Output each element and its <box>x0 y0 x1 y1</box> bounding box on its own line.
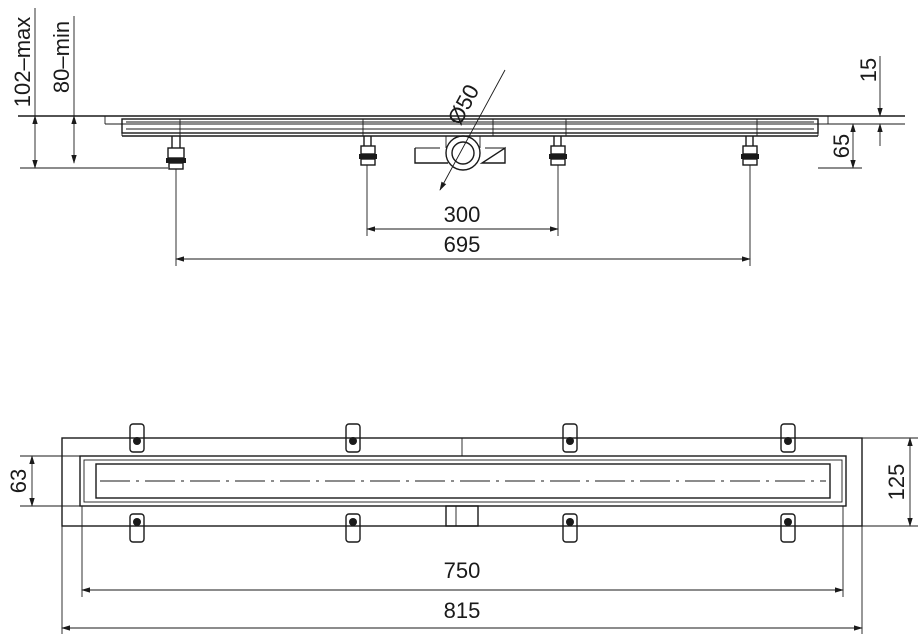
frame-thickness-label: 15 <box>856 58 881 82</box>
drain-grate <box>79 455 847 507</box>
channel-width-dimension: 63 <box>6 455 80 507</box>
pipe-diameter-label: Ø50 <box>443 80 485 128</box>
plan-view: 63 125 750 815 <box>6 423 918 634</box>
mounting-bracket-bottom-4 <box>780 513 796 543</box>
support-leg-1 <box>166 136 186 170</box>
outlet-stub <box>445 505 479 527</box>
support-leg-3 <box>549 136 567 166</box>
total-length-dimension: 815 <box>61 526 863 634</box>
mounting-bracket-bottom-2 <box>345 513 361 543</box>
outer-leg-spacing-dimension: 695 <box>175 165 751 266</box>
support-leg-2 <box>359 136 377 166</box>
mounting-bracket-top-3 <box>562 423 578 453</box>
inner-leg-spacing-label: 300 <box>444 202 481 227</box>
min-height-label: 80–min <box>49 21 74 93</box>
outlet-pipe <box>414 135 506 171</box>
frame-top-surface <box>18 115 905 125</box>
body-height-label: 65 <box>829 134 854 158</box>
side-view: Ø50 102–max 80–min 15 65 <box>10 8 905 266</box>
max-height-label: 102–max <box>10 17 35 108</box>
max-height-dimension: 102–max <box>10 8 168 169</box>
mounting-bracket-top-1 <box>129 423 145 453</box>
frame-thickness-dimension: 15 <box>828 56 905 146</box>
channel-length-label: 750 <box>444 558 481 583</box>
mounting-bracket-bottom-1 <box>129 513 145 543</box>
outer-leg-spacing-label: 695 <box>444 232 481 257</box>
drain-channel-body <box>121 118 819 137</box>
inner-leg-spacing-dimension: 300 <box>366 165 559 236</box>
channel-width-label: 63 <box>6 469 31 493</box>
channel-length-dimension: 750 <box>81 506 844 597</box>
total-width-dimension: 125 <box>862 437 918 527</box>
mounting-bracket-bottom-3 <box>562 513 578 543</box>
pipe-diameter-dimension: Ø50 <box>439 69 506 191</box>
mounting-bracket-top-4 <box>780 423 796 453</box>
total-width-label: 125 <box>884 464 909 501</box>
total-length-label: 815 <box>444 598 481 623</box>
mounting-bracket-top-2 <box>345 423 361 453</box>
body-height-dimension: 65 <box>818 123 862 169</box>
support-leg-4 <box>741 136 759 166</box>
min-height-dimension: 80–min <box>49 16 77 164</box>
